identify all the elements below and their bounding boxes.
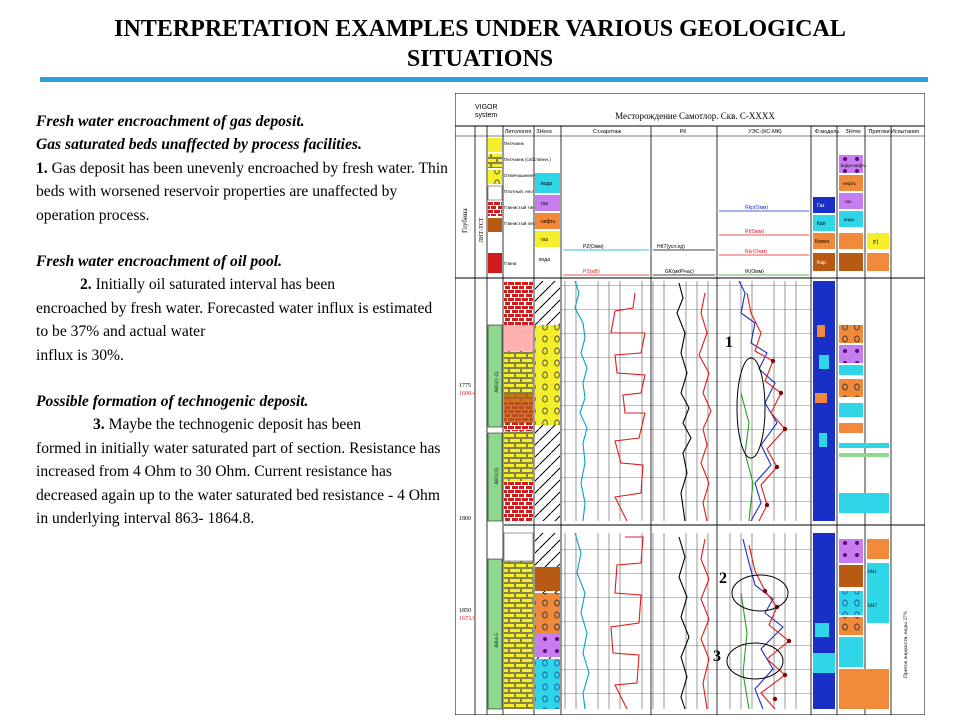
section3-text-1: Maybe the technogenic deposit has been — [104, 416, 362, 434]
nkt-label: НКТ(усл.ед) — [657, 244, 685, 250]
rkr-label: Rkr(Омм) — [745, 249, 767, 255]
col-header-8: Притоки — [868, 129, 889, 135]
fm-legend-1: Газ — [817, 203, 825, 209]
inflow-label: Приток жидкости, воды 37% — [903, 610, 909, 678]
section1-heading-1: Fresh water encroachment of gas deposit. — [36, 113, 305, 130]
lith-legend-1: Песчаник — [504, 141, 524, 146]
callout-1: 1 — [725, 334, 733, 351]
col-header-3: Ст.каротаж — [593, 129, 622, 135]
satur-legend-5: вода — [539, 257, 550, 263]
lith-legend-2: Песчаник (собственн.) — [504, 157, 551, 162]
zn-legend-4: вода — [844, 217, 854, 222]
section2-line3: influx is 30%. — [36, 346, 124, 364]
rt-label: Rt(Омм) — [745, 229, 764, 235]
satur-legend-1: вода — [541, 181, 552, 187]
lith-legend-7: Глина — [504, 261, 517, 266]
rz-label: PZ(Омм) — [583, 244, 604, 250]
fm-legend-4: Kap — [817, 260, 826, 266]
strat-track: АВ1(1-2) АВ1(3) АВ4-5 — [487, 324, 503, 710]
depth-1850: 1850 — [459, 608, 471, 614]
section1-heading-2: Gas saturated beds unaffected by process… — [36, 136, 362, 154]
interpretation-text: Fresh water encroachment of gas deposit.… — [36, 110, 448, 531]
fm-column — [813, 281, 835, 709]
col-header-9: Испытания — [891, 129, 919, 135]
well-log-figure: VIGOR system Месторождение Самотлор. Скв… — [455, 93, 925, 715]
zn-legend: вода+нефть нефть газ вода — [839, 155, 867, 271]
callouts — [726, 357, 789, 680]
saturation-legend: вода газ нефть газ вода — [535, 173, 560, 263]
depth-1775: 1775 — [459, 383, 471, 389]
unit-2: АВ1(3) — [493, 468, 500, 485]
satur-legend-2: газ — [541, 201, 548, 207]
satur-legend-4: газ — [541, 237, 548, 243]
lith-legend-5: Глинистый тип — [504, 204, 535, 210]
section2-text-1: Initially oil saturated interval has bee… — [91, 276, 336, 294]
col-header-1: Литология — [505, 129, 531, 135]
zn-column — [839, 325, 889, 709]
section3-body: formed in initially water saturated part… — [36, 439, 441, 528]
title-line-2: SITUATIONS — [406, 46, 554, 72]
col-header-5: УЭС-(КС-МК) — [748, 129, 782, 135]
section2-line1: 2. Initially oil saturated interval has … — [36, 273, 448, 296]
vigor-logo-sub: system — [475, 112, 497, 119]
lith-legend-4: Плотный, нео — [504, 188, 533, 194]
zn-legend-2: нефть — [843, 181, 857, 186]
curve-scales: PZ(Омм) PS(мВ) НКТ(усл.ед) GK(мкР/час) R… — [563, 205, 809, 276]
ik-label: IK(Омм) — [745, 269, 764, 275]
section2-number: 2. — [80, 276, 92, 294]
unit-3: АВ4-5 — [494, 633, 500, 648]
strat-header: ЛИТ-ТСТ — [479, 217, 485, 243]
interval-bottom: 1847 — [867, 604, 878, 609]
lith-legend-3: Отмечашиннея — [504, 173, 536, 178]
depth-header: Глубина — [461, 208, 469, 233]
section2-line2: encroached by fresh water. Forecasted wa… — [36, 299, 433, 341]
satur-legend-3: нефть — [541, 219, 556, 225]
depth-red-2: 1673.9 — [459, 616, 476, 622]
figure-header-title: Месторождение Самотлор. Скв. С-XXXX — [615, 111, 775, 121]
lith-legend-6: Глинистый песч. — [504, 220, 538, 226]
flag-label: Fl — [873, 240, 878, 246]
fm-legend-3: Капил. — [815, 239, 831, 245]
depth-track: 1775 1600.4 1800 1850 1673.9 — [459, 383, 476, 622]
unit-1: АВ1(1-2) — [493, 371, 500, 393]
title-underline — [40, 77, 928, 82]
section1-text: Gas deposit has been unevenly encroached… — [36, 159, 448, 224]
section1-body: 1. Gas deposit has been unevenly encroac… — [36, 157, 448, 227]
saturation-column — [535, 281, 560, 709]
callout-2: 2 — [719, 570, 727, 587]
fm-legend-2: Кап — [817, 221, 826, 227]
depth-red-1: 1600.4 — [459, 391, 476, 397]
col-header-6: Ф.модель — [815, 129, 840, 135]
zn-legend-3: газ — [845, 199, 851, 204]
col-header-7: ЗНтек — [845, 129, 861, 135]
rkp-label: Rkp(Омм) — [745, 205, 768, 211]
column-headers: Литология ЗНнск Ст.каротаж РК УЭС-(КС-МК… — [505, 129, 919, 135]
section1-number: 1. — [36, 159, 48, 177]
section2-heading: Fresh water encroachment of oil pool. — [36, 253, 283, 271]
depth-1800: 1800 — [459, 516, 471, 522]
ps-label: PS(мВ) — [583, 269, 600, 275]
title-line-1: INTERPRETATION EXAMPLES UNDER VARIOUS GE… — [114, 16, 846, 42]
fm-legend: Газ Кап Капил. Kap — [813, 197, 835, 271]
section3-heading: Possible formation of technogenic deposi… — [36, 393, 309, 411]
interval-top: 1841 — [867, 570, 878, 575]
col-header-4: РК — [680, 129, 688, 135]
callout-3: 3 — [713, 648, 721, 665]
gk-label: GK(мкР/час) — [665, 269, 694, 275]
section3-number: 3. — [93, 416, 105, 434]
slide-title: INTERPRETATION EXAMPLES UNDER VARIOUS GE… — [40, 14, 920, 74]
log-curves — [574, 280, 790, 710]
lithology-legend: Песчаник Песчаник (собственн.) Отмечашин… — [487, 138, 551, 273]
section3-line1: 3. Maybe the technogenic deposit has bee… — [36, 413, 448, 436]
col-header-2: ЗНнск — [536, 129, 552, 135]
zn-legend-1: вода+нефть — [841, 163, 867, 168]
vigor-logo: VIGOR — [475, 104, 498, 111]
lithology-column — [503, 281, 925, 709]
